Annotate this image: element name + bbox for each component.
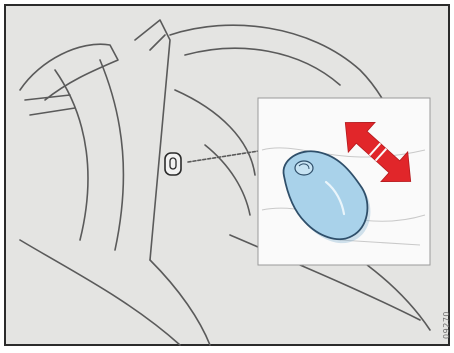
pillar-control [165, 153, 181, 175]
inset-panel [258, 98, 430, 265]
pillar-control-housing [165, 153, 181, 175]
figure-reference-code: 09270 [442, 311, 451, 339]
knob-dimple [295, 161, 313, 175]
